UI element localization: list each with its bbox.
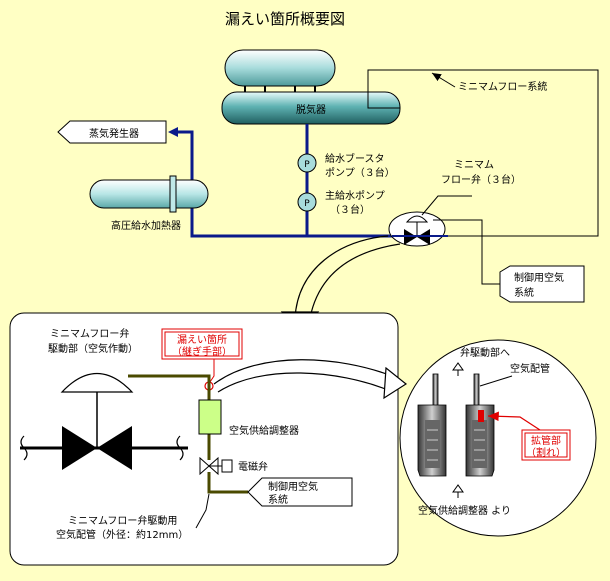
fitting-left [417, 373, 447, 477]
control-air-bottom-label-1: 制御用空気 [268, 480, 318, 493]
from-regulator-label: 空気供給調整器 より [418, 504, 511, 517]
control-air-bottom-label-2: 系統 [268, 493, 288, 506]
flared-part-label-2: （割れ） [526, 446, 566, 459]
feedwater-pipes [175, 124, 405, 238]
control-air-box-top: 制御用空気 系統 [499, 265, 585, 303]
leak-location-box: 漏えい箇所 （継ぎ手部） [161, 328, 243, 360]
actuator-label-2: 駆動部（空気作動） [48, 342, 138, 355]
main-feed-pump-label-1: 主給水ポンプ [325, 189, 385, 202]
air-pipe-detail-pointer [479, 375, 513, 387]
solenoid-valve [199, 456, 233, 476]
deaerator-label: 脱気器 [296, 103, 326, 116]
zoom-arrow-upper [309, 243, 401, 319]
control-air-top-label-1: 制御用空気 [514, 271, 564, 284]
steam-generator-box: 蒸気発生器 [57, 120, 167, 144]
air-pipe-label-2: 空気配管（外径：約12mm） [56, 528, 188, 541]
min-flow-valve-label-2: フロー弁（３台） [441, 173, 521, 186]
air-pipe-pointer [195, 493, 210, 529]
control-air-top-label-2: 系統 [514, 286, 534, 299]
flared-part-pointer [487, 411, 541, 431]
air-regulator-label: 空気供給調整器 [229, 424, 299, 437]
solenoid-valve-label: 電磁弁 [238, 460, 268, 473]
flared-part-box: 拡管部 （割れ） [521, 429, 571, 461]
hp-heater: 高圧給水加熱器 [89, 175, 209, 232]
actuator-air-pipe [128, 374, 248, 494]
booster-pump-label-1: 給水ブースタ [325, 152, 385, 165]
deaerator-upper-tank [224, 49, 336, 94]
air-pipe-label-1: ミニマムフロー弁駆動用 [68, 514, 177, 527]
minimum-flow-line [367, 69, 599, 237]
feedwater-arrow [168, 127, 178, 137]
air-supply-regulator [198, 399, 222, 435]
min-flow-valve-top [388, 211, 448, 247]
actuator-label-1: ミニマムフロー弁 [50, 327, 129, 340]
main-feed-pump-symbol: P [304, 199, 310, 209]
fitting-right [465, 373, 495, 477]
main-feed-pump: P [297, 192, 317, 212]
air-pipe-detail-label: 空気配管 [510, 362, 550, 375]
booster-pump-symbol: P [304, 160, 310, 170]
magnified-joint-circle [399, 339, 597, 537]
min-flow-valve-body [20, 426, 188, 470]
main-feed-pump-label-2: （３台） [330, 203, 370, 216]
leak-label-2: （継ぎ手部） [172, 345, 232, 358]
steam-generator-label: 蒸気発生器 [89, 127, 139, 140]
crack-marker [478, 410, 484, 422]
control-air-box-bottom: 制御用空気 系統 [247, 477, 353, 507]
booster-pump: P [297, 153, 317, 173]
control-air-line-top [433, 219, 500, 285]
leak-label-1: 漏えい箇所 [177, 333, 227, 346]
booster-pump-label-2: ポンプ（３台） [325, 166, 395, 179]
min-flow-valve-pointer [421, 195, 472, 216]
zoom-arrow-lower [213, 359, 393, 385]
to-actuator-label: 弁駆動部へ [460, 346, 510, 359]
diagram-title: 漏えい箇所概要図 [225, 10, 345, 28]
flared-part-label-1: 拡管部 [531, 434, 561, 447]
min-flow-system-label: ミニマムフロー系統 [458, 80, 547, 93]
hp-heater-label: 高圧給水加熱器 [111, 219, 181, 232]
actuator-dome [60, 372, 134, 393]
min-flow-pointer [431, 72, 456, 88]
leak-pointer [209, 359, 215, 383]
min-flow-valve-label-1: ミニマム [454, 159, 494, 171]
